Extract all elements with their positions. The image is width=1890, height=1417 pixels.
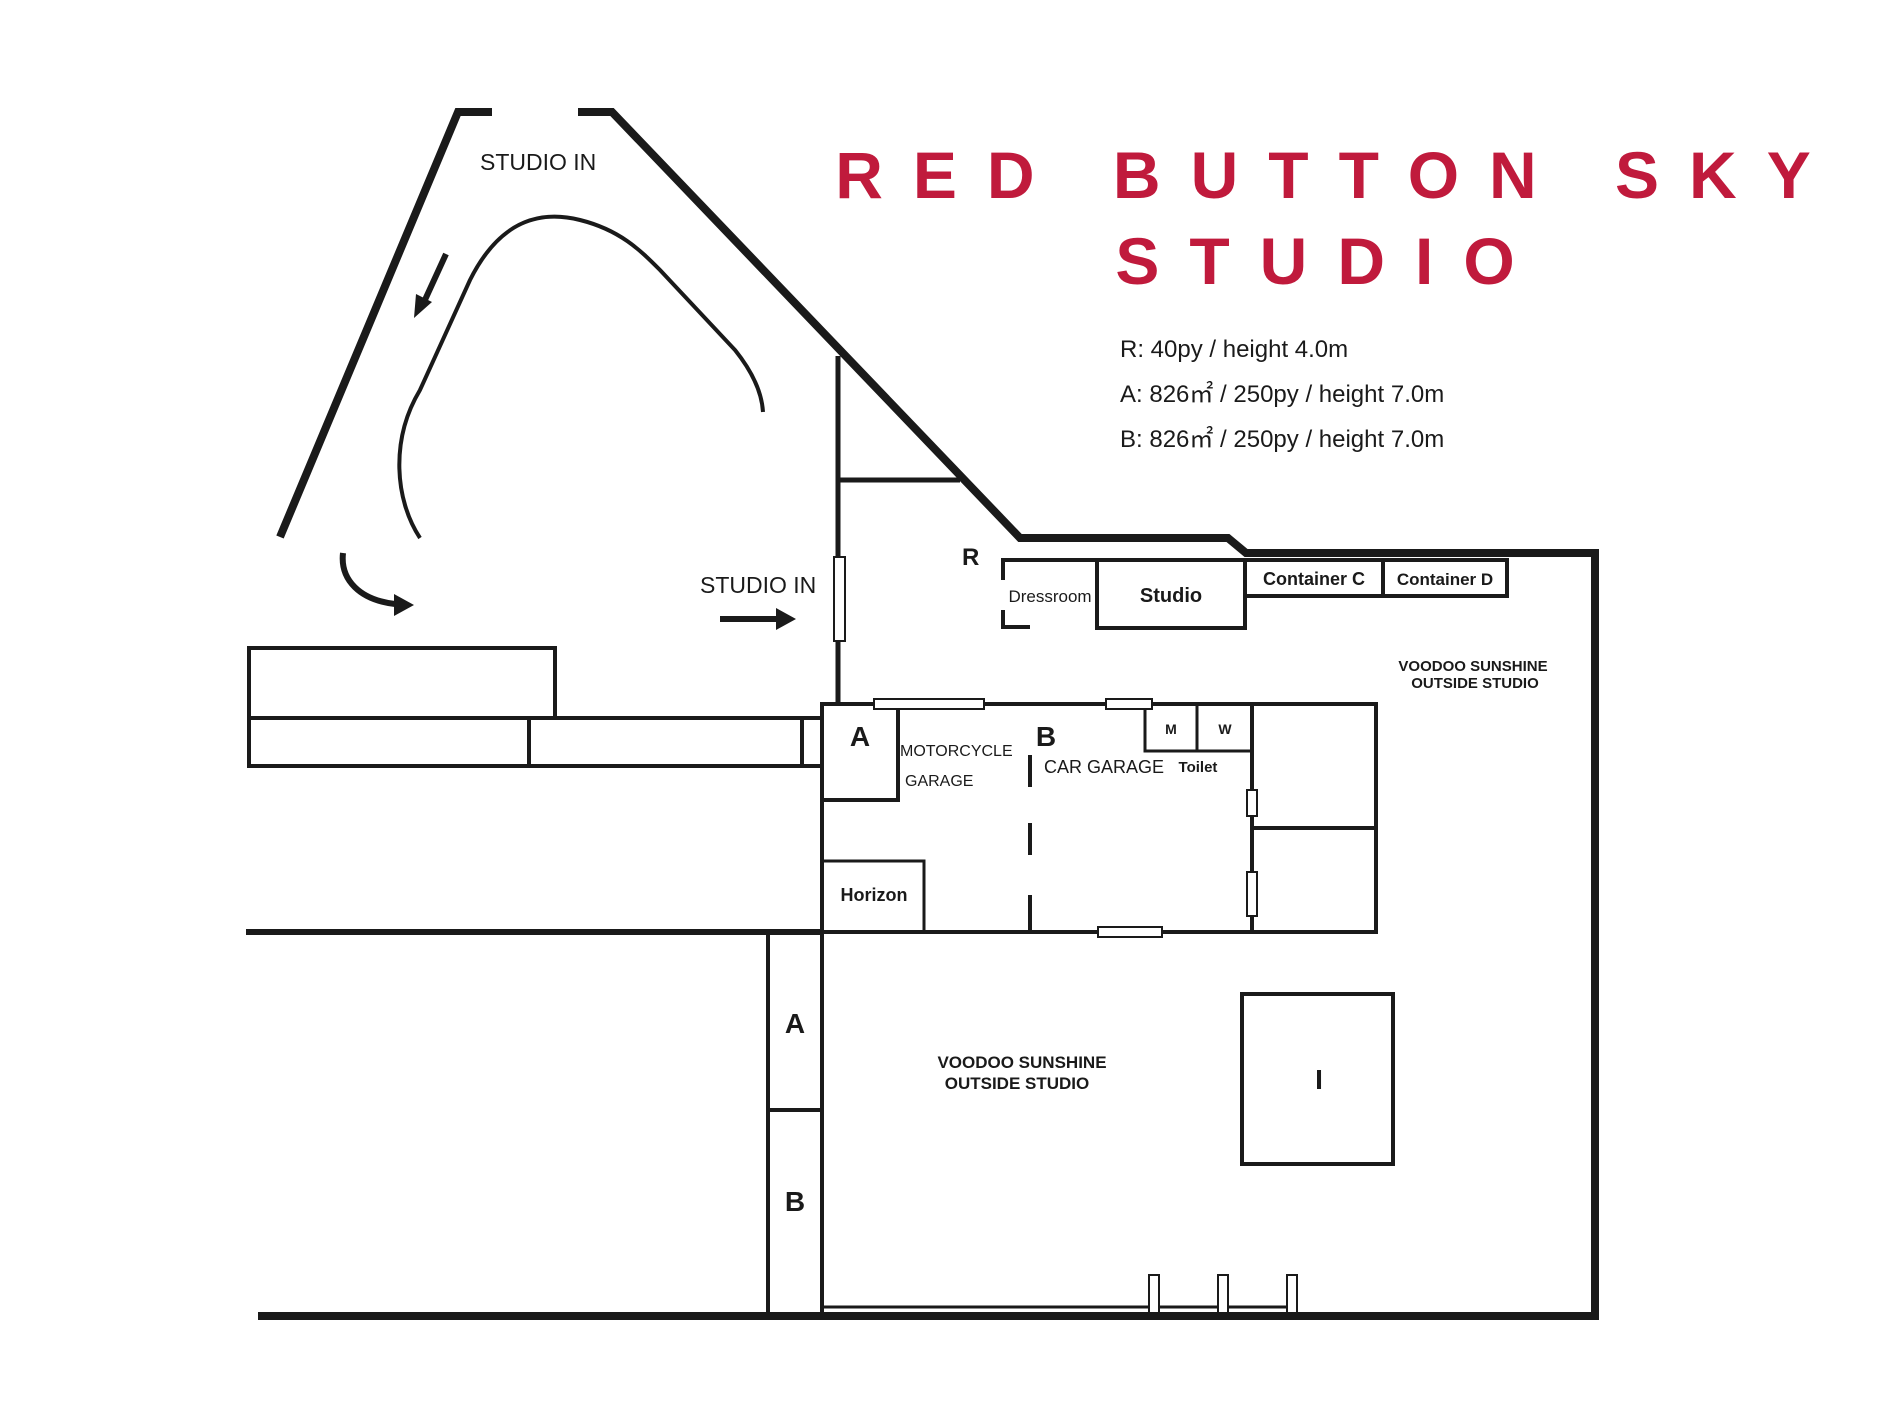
room-i: [1240, 992, 1395, 1166]
horizon-label: Horizon: [841, 885, 908, 905]
title-line-2: STUDIO: [1115, 224, 1544, 298]
dressroom-wall-bottom: [1001, 610, 1030, 629]
garage-top-door-2: [1105, 698, 1153, 710]
garage-b-label: B: [1036, 721, 1056, 752]
lower-a-label: A: [785, 1008, 805, 1039]
container-c-label: Container C: [1263, 569, 1365, 589]
arrow-right-icon: [720, 608, 796, 630]
container-d: [1381, 558, 1509, 598]
voodoo-right-label-1: VOODOO SUNSHINE: [1398, 658, 1547, 675]
spec-b: B: 826㎡ / 250py / height 7.0m: [1120, 426, 1444, 453]
title-line-1: RED BUTTON SKY: [835, 138, 1841, 212]
w-label: W: [1218, 721, 1232, 737]
arrow-down-left-icon: [414, 252, 449, 318]
motorcycle-label: MOTORCYCLE: [900, 743, 1013, 760]
voodoo-center-label-1: VOODOO SUNSHINE: [937, 1053, 1106, 1072]
garage-a-label: A: [850, 721, 870, 752]
left-building: [247, 646, 824, 768]
room-i-label: I: [1315, 1064, 1323, 1095]
voodoo-right-label-2: OUTSIDE STUDIO: [1411, 675, 1539, 692]
driveway-curve: [397, 214, 765, 540]
spec-r: R: 40py / height 4.0m: [1120, 336, 1348, 363]
spec-a: A: 826㎡ / 250py / height 7.0m: [1120, 381, 1444, 408]
toilet-label: Toilet: [1179, 759, 1218, 776]
studio-in-top-label: STUDIO IN: [480, 149, 596, 175]
gate-door: [833, 556, 846, 642]
outer-walls: [246, 108, 1599, 1320]
container-d-label: Container D: [1397, 570, 1493, 589]
studio-label: Studio: [1140, 585, 1202, 607]
garage-label: GARAGE: [905, 773, 973, 790]
dressroom-wall-top: [1001, 558, 1097, 580]
studio-in-mid-label: STUDIO IN: [700, 572, 816, 598]
lower-b-label: B: [785, 1186, 805, 1217]
garage-side-door-1: [1246, 789, 1258, 817]
garage-bottom-door: [1097, 926, 1163, 938]
m-label: M: [1165, 721, 1177, 737]
dressroom-label: Dressroom: [1008, 587, 1091, 606]
bottom-ramp: [822, 1274, 1298, 1314]
voodoo-center-label-2: OUTSIDE STUDIO: [945, 1074, 1090, 1093]
r-label: R: [962, 544, 979, 571]
garage-side-door-2: [1246, 871, 1258, 917]
car-garage-label: CAR GARAGE: [1044, 757, 1164, 777]
garage-top-door-1: [873, 698, 985, 710]
curved-arrow-icon: [339, 552, 414, 616]
lower-strip: [766, 932, 824, 1316]
